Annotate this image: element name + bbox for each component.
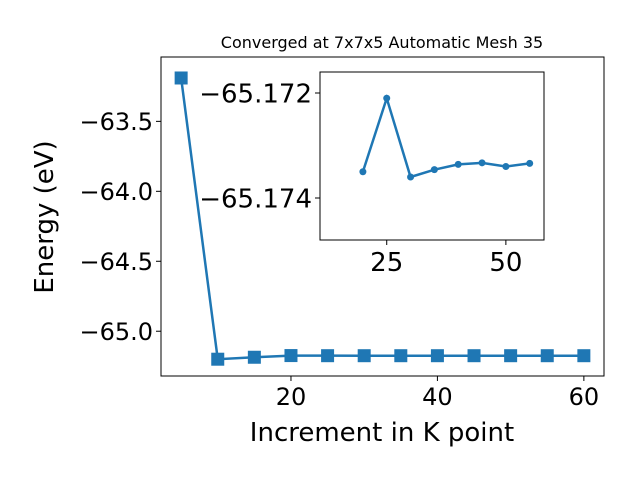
x-axis-label: Increment in K point — [250, 418, 514, 448]
main-data-point — [357, 349, 371, 363]
main-data-point — [540, 349, 554, 363]
chart-title: Converged at 7x7x5 Automatic Mesh 35 — [221, 33, 543, 52]
inset-data-point — [430, 166, 438, 174]
inset-y-axis: −65.174 −65.172 — [199, 79, 320, 214]
inset-series-line — [361, 94, 530, 179]
inset-background — [320, 72, 544, 240]
main-x-tick-label: 20 — [276, 383, 307, 411]
inset-x-tick-label: 25 — [370, 248, 403, 278]
main-data-point — [247, 350, 261, 364]
main-data-point — [577, 349, 591, 363]
inset-data-point — [383, 94, 391, 102]
main-y-tick-label: −65.0 — [79, 318, 153, 346]
main-data-point — [430, 349, 444, 363]
main-plot-marks — [174, 71, 591, 366]
main-data-point — [467, 349, 481, 363]
main-data-point — [284, 349, 298, 363]
inset-data-point — [526, 159, 534, 167]
main-y-tick-label: −64.0 — [79, 178, 153, 206]
main-x-tick-label: 60 — [569, 383, 600, 411]
main-y-axis: −63.5 −64.0 −64.5 −65.0 — [79, 108, 161, 346]
inset-plot-frame — [319, 71, 545, 241]
inset-y-tick-label: −65.174 — [199, 184, 312, 214]
inset-data-point — [478, 159, 486, 167]
y-axis-label: Energy (eV) — [30, 140, 60, 293]
inset-y-tick-label: −65.172 — [199, 79, 312, 109]
inset-x-tick-label: 50 — [489, 248, 522, 278]
inset-x-axis: 25 50 — [370, 240, 522, 278]
inset-plot-marks — [359, 94, 534, 181]
main-y-tick-label: −64.5 — [79, 248, 153, 276]
inset-data-point — [502, 163, 510, 170]
inset-data-point — [454, 160, 462, 168]
main-data-point — [394, 349, 408, 363]
inset-data-point — [359, 168, 367, 176]
main-y-tick-label: −63.5 — [79, 108, 153, 136]
main-x-tick-label: 40 — [422, 383, 453, 411]
main-data-point — [211, 352, 225, 366]
main-data-point — [174, 71, 188, 85]
main-data-point — [321, 349, 335, 363]
inset-data-point — [407, 173, 415, 181]
main-data-point — [504, 349, 518, 363]
main-plot-frame — [160, 56, 605, 377]
main-x-axis: 20 40 60 — [276, 376, 599, 411]
